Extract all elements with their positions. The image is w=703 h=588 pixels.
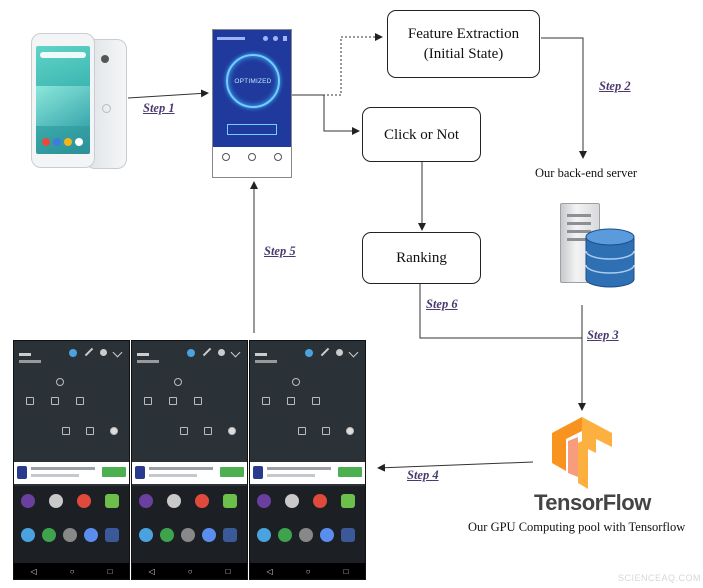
ranking-box: Ranking bbox=[362, 232, 481, 284]
click-or-not-label: Click or Not bbox=[384, 126, 459, 143]
optimize-button bbox=[227, 124, 277, 135]
android-nav-bar: ◁○□ bbox=[14, 563, 129, 579]
optimized-status-text: OPTIMIZED bbox=[234, 77, 272, 85]
android-nav-bar: ◁○□ bbox=[250, 563, 365, 579]
step3-label: Step 3 bbox=[587, 328, 619, 342]
notification-screenshot-1: ◁○□ bbox=[13, 340, 130, 580]
tab-icon bbox=[269, 153, 287, 171]
ad-notification bbox=[132, 462, 247, 484]
step6-label: Step 6 bbox=[426, 297, 458, 311]
app-tab-bar bbox=[213, 147, 291, 177]
step1-label: Step 1 bbox=[143, 101, 175, 115]
tensorflow-icon bbox=[552, 417, 612, 489]
tab-icon bbox=[243, 153, 261, 171]
feature-extraction-box: Feature Extraction (Initial State) bbox=[387, 10, 540, 78]
ad-notification bbox=[250, 462, 365, 484]
step5-label: Step 5 bbox=[264, 244, 296, 258]
arrow-step4 bbox=[377, 461, 534, 472]
arrow-step1 bbox=[127, 89, 209, 99]
notification-screenshot-3: ◁○□ bbox=[249, 340, 366, 580]
feature-extraction-sublabel: (Initial State) bbox=[423, 46, 504, 62]
notification-screenshot-2: ◁○□ bbox=[131, 340, 248, 580]
arrow-step2 bbox=[541, 37, 587, 159]
arrow-to-click-or-not bbox=[291, 94, 360, 135]
watermark: SCIENCEAQ.COM bbox=[618, 573, 702, 583]
ranking-label: Ranking bbox=[396, 250, 447, 266]
tab-icon bbox=[217, 153, 235, 171]
feature-extraction-label: Feature Extraction bbox=[407, 26, 520, 42]
optimizer-app-screenshot: OPTIMIZED bbox=[212, 29, 292, 178]
click-or-not-box: Click or Not bbox=[362, 107, 481, 162]
database-icon bbox=[585, 228, 635, 288]
phone-front-image bbox=[31, 33, 95, 168]
server-caption: Our back-end server bbox=[535, 166, 638, 180]
gpu-pool-caption: Our GPU Computing pool with Tensorflow bbox=[468, 520, 686, 534]
step2-label: Step 2 bbox=[599, 79, 631, 93]
tensorflow-wordmark: TensorFlow bbox=[534, 490, 651, 515]
arrow-to-feature-extraction bbox=[291, 33, 383, 96]
line-step6 bbox=[419, 283, 582, 339]
step4-label: Step 4 bbox=[407, 468, 439, 482]
android-nav-bar: ◁○□ bbox=[132, 563, 247, 579]
optimized-status-ring: OPTIMIZED bbox=[226, 54, 280, 108]
ad-notification bbox=[14, 462, 129, 484]
